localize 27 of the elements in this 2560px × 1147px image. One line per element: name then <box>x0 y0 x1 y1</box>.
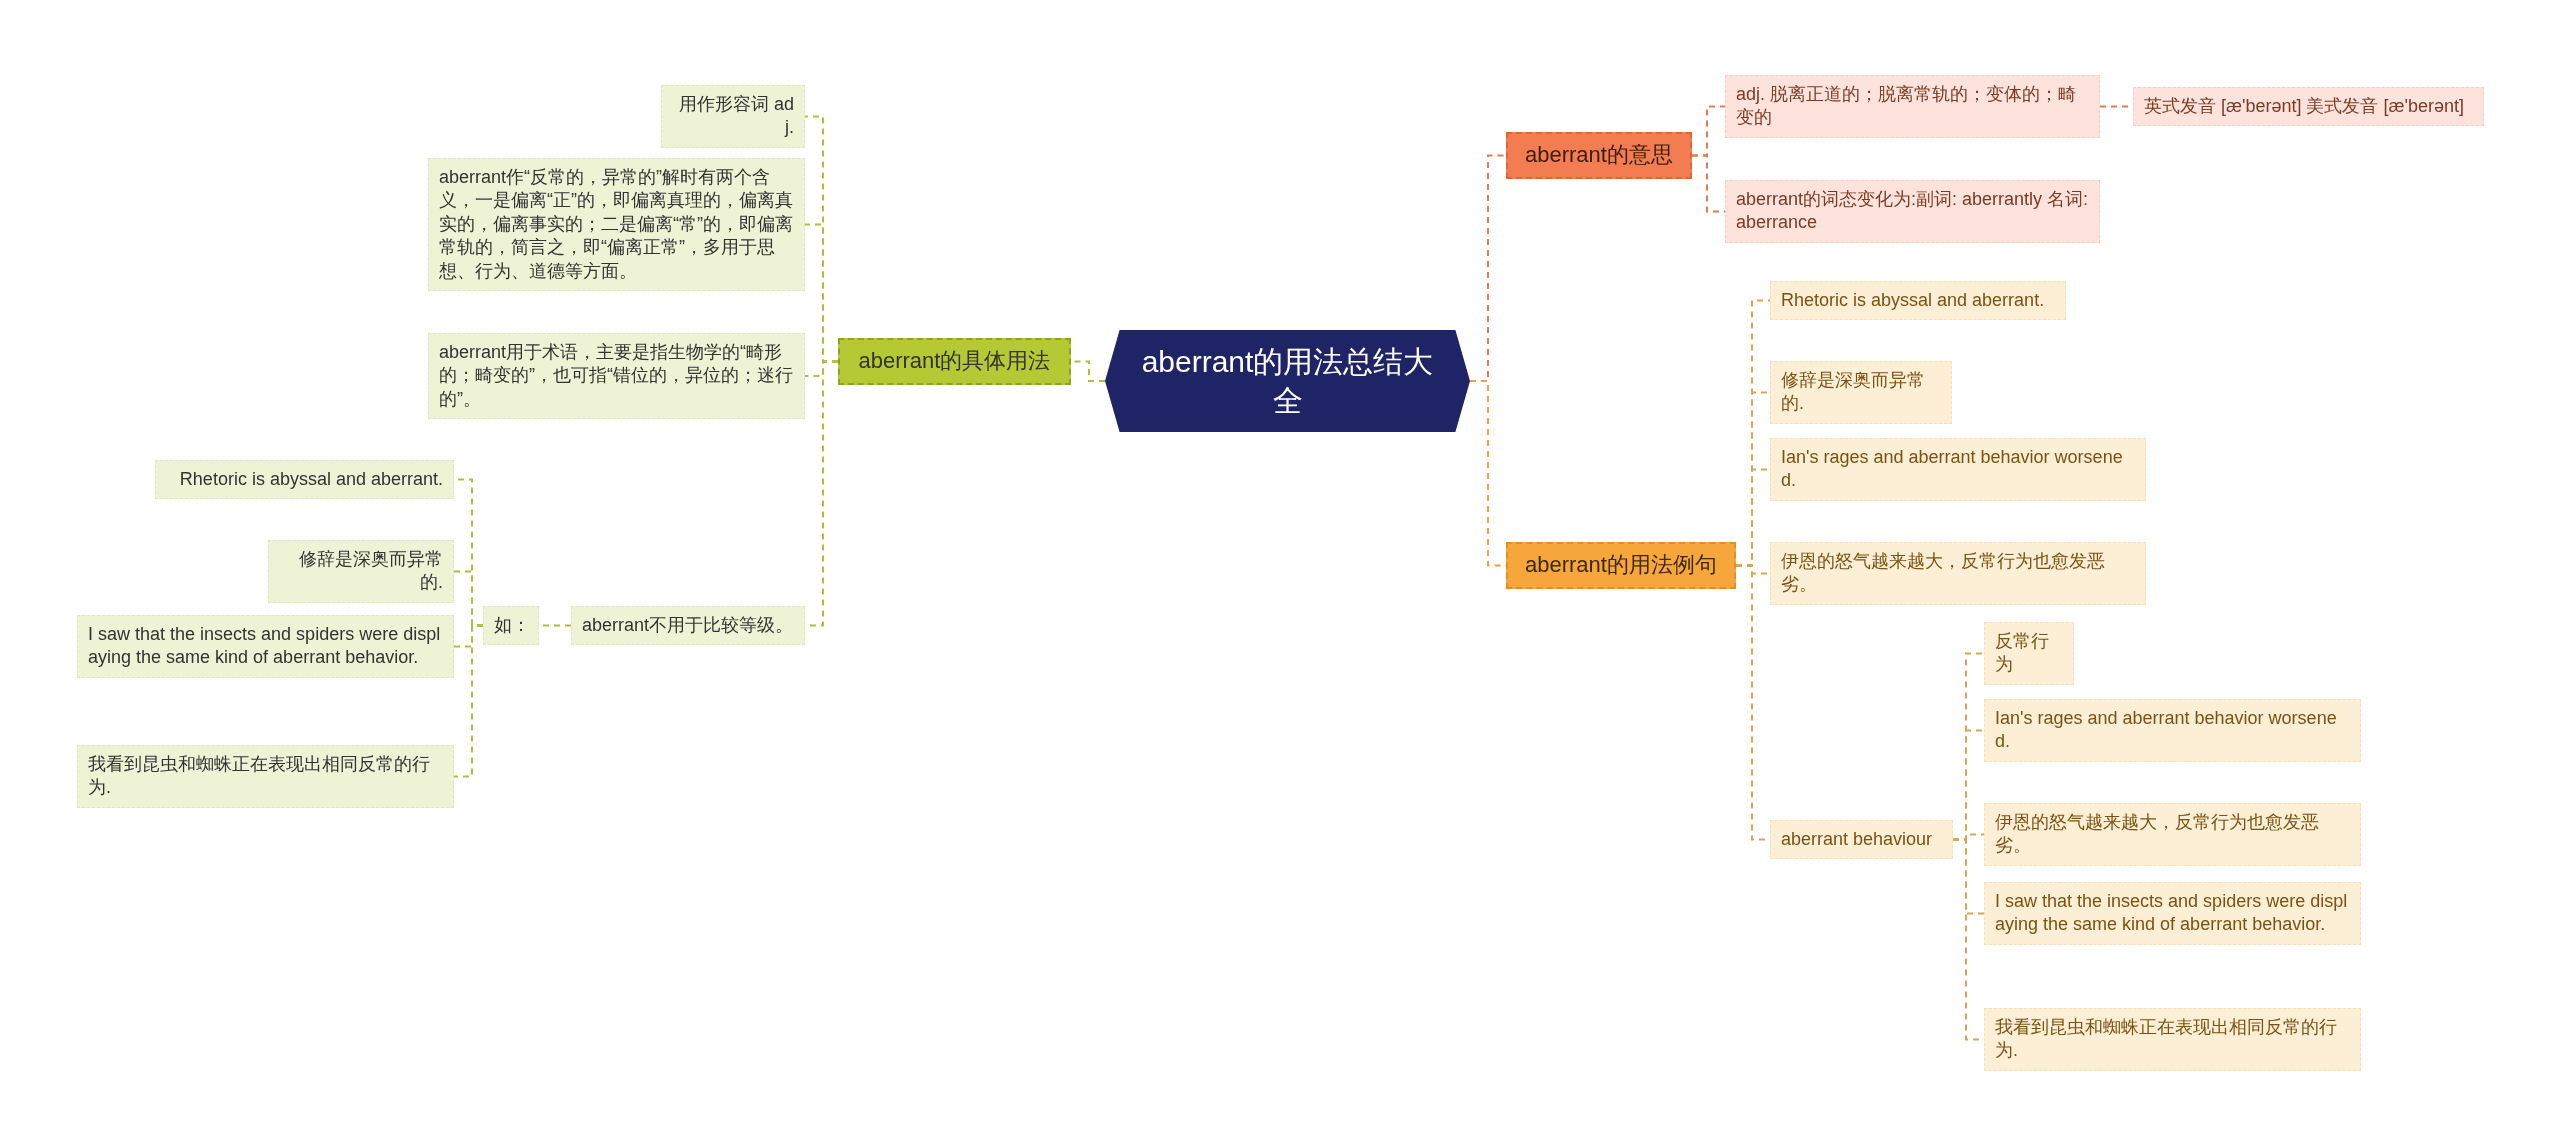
connector-line <box>453 624 484 778</box>
topic-box: aberrant不用于比较等级。 <box>571 606 805 646</box>
topic-box: 我看到昆虫和蜘蛛正在表现出相同反常的行为. <box>77 745 454 808</box>
topic-box: aberrant的词态变化为:副词: aberrantly 名词: aberrance <box>1725 180 2100 243</box>
topic-box: Ian's rages and aberrant behavior worsened. <box>1984 699 2361 762</box>
topic-box: Rhetoric is abyssal and aberrant. <box>155 460 454 500</box>
topic-box: 修辞是深奥而异常的. <box>268 540 454 603</box>
topic-box: 如： <box>483 606 539 646</box>
topic-box: 英式发音 [æ'berənt] 美式发音 [æ'berənt] <box>2133 87 2484 127</box>
topic-box: adj. 脱离正道的；脱离常轨的；变体的；畸变的 <box>1725 75 2100 138</box>
branch-topic: aberrant的用法例句 <box>1506 542 1736 589</box>
topic-box: Ian's rages and aberrant behavior worsened. <box>1770 438 2146 501</box>
topic-box: I saw that the insects and spiders were displaying the same kind of aberrant behavior. <box>77 615 454 678</box>
topic-box: I saw that the insects and spiders were displaying the same kind of aberrant behavior. <box>1984 882 2361 945</box>
topic-box: aberrant用于术语，主要是指生物学的“畸形的；畸变的”，也可指“错位的，异位的；迷行的”。 <box>428 333 805 420</box>
topic-box: 用作形容词 adj. <box>661 85 805 148</box>
topic-box: Rhetoric is abyssal and aberrant. <box>1770 281 2066 321</box>
branch-topic: aberrant的具体用法 <box>838 338 1071 385</box>
central-topic: aberrant的用法总结大全 <box>1105 330 1470 432</box>
topic-box: 反常行为 <box>1984 622 2074 685</box>
topic-box: 修辞是深奥而异常的. <box>1770 361 1952 424</box>
topic-box: aberrant behaviour <box>1770 820 1953 860</box>
topic-box: aberrant作“反常的，异常的”解时有两个含义，一是偏离“正”的，即偏离真理的，偏离真实的，偏离事实的；二是偏离“常”的，即偏离常轨的，简言之，即“偏离正常”，多用于思想、行为、道德等方面。 <box>428 158 805 291</box>
branch-topic: aberrant的意思 <box>1506 132 1692 179</box>
topic-box: 我看到昆虫和蜘蛛正在表现出相同反常的行为. <box>1984 1008 2361 1071</box>
topic-box: 伊恩的怒气越来越大，反常行为也愈发恶劣。 <box>1770 542 2146 605</box>
topic-box: 伊恩的怒气越来越大，反常行为也愈发恶劣。 <box>1984 803 2361 866</box>
